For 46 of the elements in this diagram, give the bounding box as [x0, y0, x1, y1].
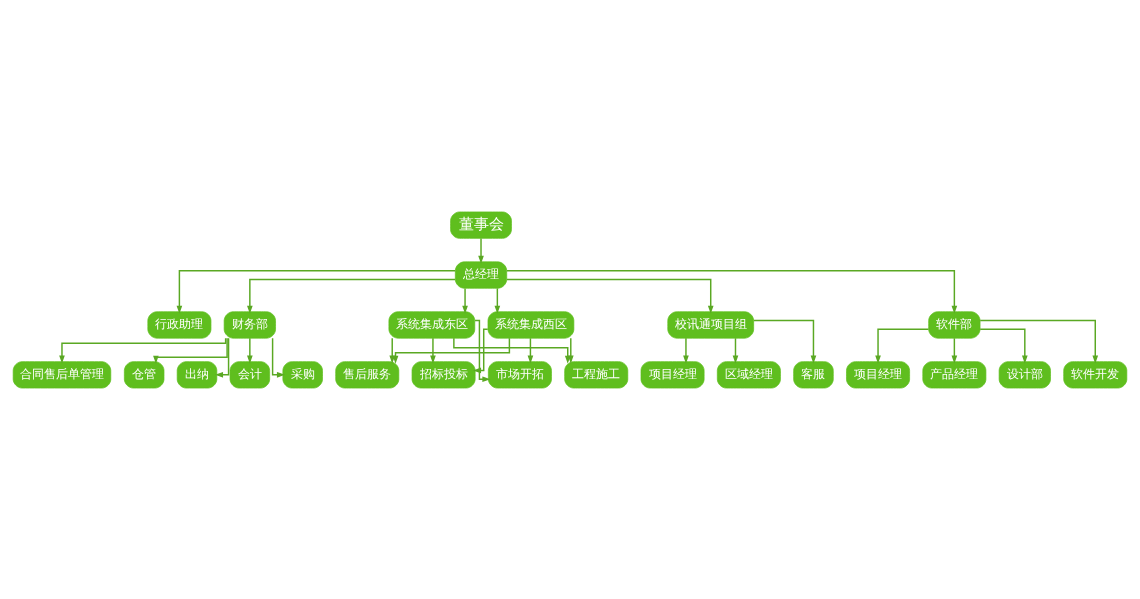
arrow	[478, 237, 484, 264]
node-box: 董事会	[450, 211, 512, 239]
arrow	[474, 319, 491, 382]
node-box: 会计	[229, 360, 271, 388]
node-box: 产品经理	[922, 360, 987, 388]
arrow	[506, 278, 714, 314]
node-box: 系统集成西区	[487, 310, 575, 339]
node-box: 项目经理	[846, 360, 910, 388]
arrow	[979, 328, 1028, 364]
node-box: 项目经理	[640, 360, 705, 388]
arrow	[392, 337, 511, 364]
node-box: 招标投标	[411, 360, 476, 388]
arrow	[462, 287, 468, 314]
arrow	[247, 337, 253, 364]
arrow	[430, 337, 436, 364]
node-box: 客服	[793, 360, 834, 388]
node-box: 合同售后单管理	[12, 360, 112, 388]
node-box: 设计部	[998, 360, 1051, 388]
arrow	[176, 269, 457, 314]
arrow	[752, 319, 817, 364]
node-box: 软件开发	[1063, 360, 1128, 388]
node-box: 总经理	[454, 260, 508, 289]
arrow	[271, 337, 285, 378]
node-box: 售后服务	[335, 360, 400, 388]
node-box: 工程施工	[564, 360, 629, 388]
arrow	[389, 337, 396, 364]
node-box: 出纳	[176, 360, 218, 388]
arrow	[979, 319, 1099, 364]
node-box: 软件部	[928, 310, 981, 339]
arrow	[59, 337, 227, 363]
node-box: 市场开拓	[488, 360, 552, 388]
node-box: 仓管	[124, 360, 165, 388]
arrow	[567, 337, 574, 364]
arrow	[247, 278, 456, 314]
node-box: 行政助理	[147, 310, 212, 339]
arrow	[472, 328, 489, 373]
node-box: 财务部	[223, 310, 276, 339]
arrow	[683, 337, 689, 364]
arrow	[506, 269, 958, 314]
arrow	[214, 337, 230, 378]
arrow	[875, 328, 930, 364]
node-box: 采购	[282, 360, 323, 388]
node-box: 系统集成东区	[388, 310, 476, 339]
node-box: 校讯通项目组	[667, 310, 754, 339]
arrow	[153, 337, 228, 364]
node-box: 区域经理	[716, 360, 781, 388]
